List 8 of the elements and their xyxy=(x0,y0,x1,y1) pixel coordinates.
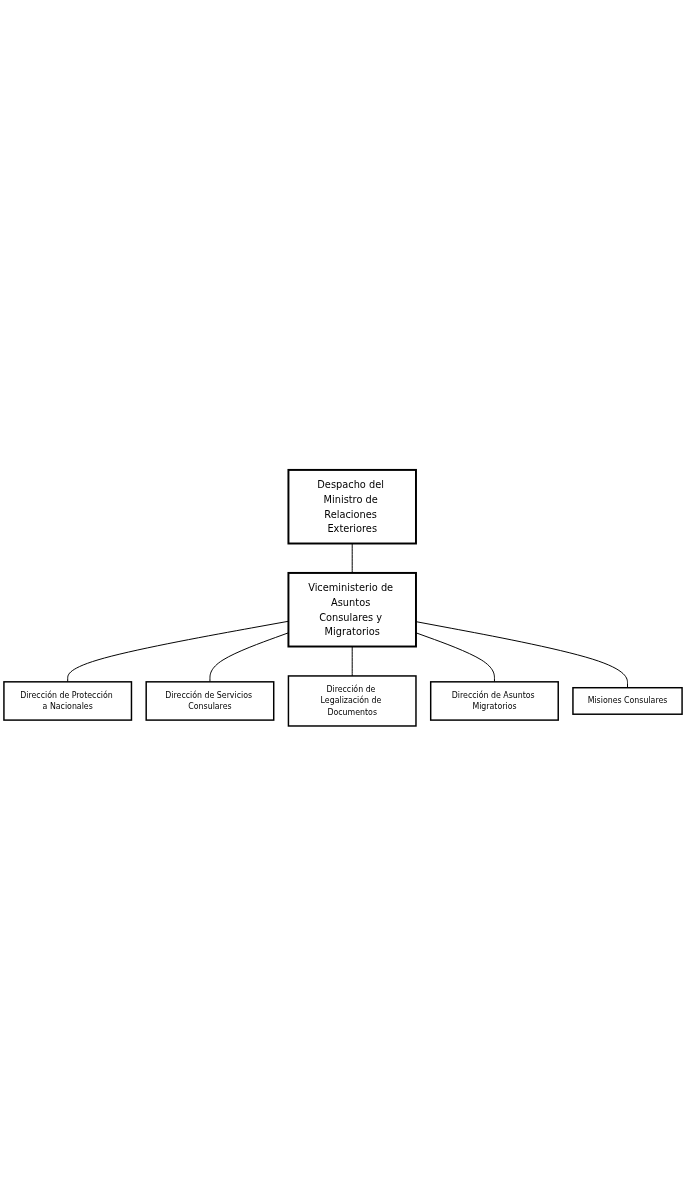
connector xyxy=(351,646,353,677)
node-box: Viceministerio de Asuntos Consulares y Migratorios xyxy=(287,572,417,648)
connector xyxy=(415,632,495,683)
connector xyxy=(415,621,628,689)
node-box: Despacho del Ministro de Relaciones Exteriores xyxy=(287,469,417,545)
connector xyxy=(351,543,353,574)
connector xyxy=(209,632,289,683)
connector xyxy=(67,620,289,683)
